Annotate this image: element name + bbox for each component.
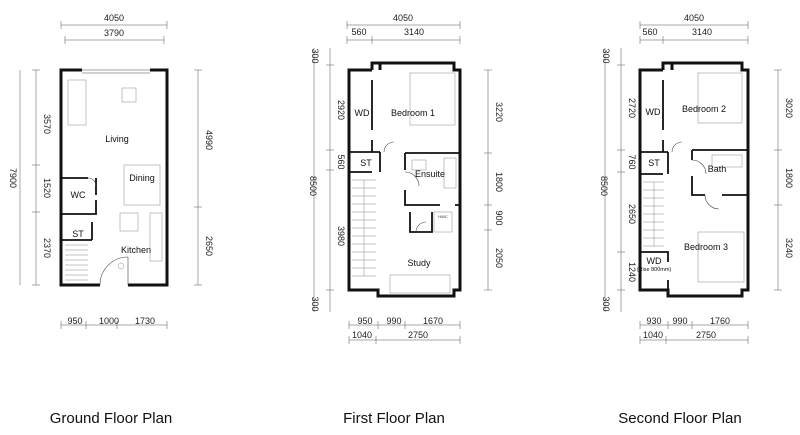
sf-bottom-dim-1: 930	[646, 316, 661, 326]
ff-right-dim-hall: 900	[494, 210, 504, 225]
gf-bottom-dim-2: 1000	[99, 316, 119, 326]
ff-bottom-dim-5: 2750	[408, 330, 428, 340]
sf-wd2-walls	[640, 251, 669, 290]
gf-room-living: Living	[105, 134, 129, 144]
ff-left-dim-bed: 2920	[336, 100, 346, 120]
sf-room-wd: WD	[646, 107, 661, 117]
sf-left-dim-bottom: 300	[601, 296, 611, 311]
sf-room-bedroom3: Bedroom 3	[684, 242, 728, 252]
gf-room-wc: WC	[71, 190, 86, 200]
sf-right-dim-bath: 1800	[784, 168, 794, 188]
sf-left-dim-top: 300	[601, 48, 611, 63]
sf-bottom-dim-3: 1760	[710, 316, 730, 326]
gf-left-dim-overall: 7900	[8, 168, 18, 188]
ff-hall-walls	[409, 212, 433, 233]
ff-st-walls	[349, 151, 381, 173]
gf-plan-title: Ground Floor Plan	[50, 410, 173, 427]
ff-top-dim-overall: 4050	[393, 13, 413, 23]
ff-right-dim-ensuite: 1800	[494, 172, 504, 192]
first-floor-plan: 4050 560 3140 300 2920 560 8500 3980 300…	[308, 13, 504, 427]
gf-sofa	[67, 79, 87, 126]
ff-left-dim-stair: 3980	[336, 226, 346, 246]
ff-plan-title: First Floor Plan	[343, 410, 445, 427]
ff-top-dim-main: 3140	[404, 27, 424, 37]
ff-room-study: Study	[407, 258, 431, 268]
sf-room-bedroom2: Bedroom 2	[682, 104, 726, 114]
ff-bottom-dim-3: 1670	[423, 316, 443, 326]
sf-top-dim-main: 3140	[692, 27, 712, 37]
sf-left-dim-wd: 1240	[627, 262, 637, 282]
sf-left-dim-bed: 2720	[627, 98, 637, 118]
ground-floor-plan: 4050 3790 3570 7900 1520 2370 4990 2650	[8, 13, 214, 427]
sf-plan-title: Second Floor Plan	[618, 410, 741, 427]
ff-bottom-dim-4: 1040	[352, 330, 372, 340]
svg-text:HWC: HWC	[438, 214, 448, 219]
ff-room-wd: WD	[355, 108, 370, 118]
gf-left-dim-wc: 1520	[42, 178, 52, 198]
sf-room-bath: Bath	[708, 164, 727, 174]
sf-bottom-dim-5: 2750	[696, 330, 716, 340]
sf-bath-walls	[691, 149, 748, 196]
ff-left-dim-bottom: 300	[310, 296, 320, 311]
gf-top-dim-inner: 3790	[104, 28, 124, 38]
sf-top-dim-overall: 4050	[684, 13, 704, 23]
ff-right-dim-study: 2050	[494, 248, 504, 268]
gf-room-kitchen: Kitchen	[121, 245, 151, 255]
ff-left-dim-overall: 8500	[308, 176, 318, 196]
gf-left-dim-st: 2370	[42, 238, 52, 258]
sf-left-dim-st: 760	[627, 154, 637, 169]
sf-bed3	[697, 231, 745, 283]
sf-bottom-dim-2: 990	[672, 316, 687, 326]
ff-top-dim-bay: 560	[351, 27, 366, 37]
sf-right-dim-bed2: 3020	[784, 98, 794, 118]
ff-right-dim-bed: 3220	[494, 102, 504, 122]
gf-dining-table	[123, 164, 161, 206]
gf-top-dim-overall: 4050	[104, 13, 124, 23]
sf-right-dim-bed3: 3240	[784, 238, 794, 258]
gf-st-walls	[61, 222, 93, 241]
ff-bottom-dim-1: 950	[357, 316, 372, 326]
ff-room-ensuite: Ensuite	[415, 169, 445, 179]
sf-room-wd2: WD	[647, 256, 662, 266]
gf-wc-walls	[61, 177, 97, 215]
sf-bottom-dim-4: 1040	[643, 330, 663, 340]
gf-bottom-dim-3: 1730	[135, 316, 155, 326]
sf-left-dim-overall: 8500	[599, 176, 609, 196]
ff-bottom-dim-2: 990	[386, 316, 401, 326]
second-floor-plan: 4050 560 3140 300 2720 760 8500 2650 124…	[599, 13, 794, 427]
gf-right-dim-upper: 4990	[204, 130, 214, 150]
gf-right-dim-lower: 2650	[204, 236, 214, 256]
ff-ensuite-walls	[404, 152, 460, 206]
gf-room-dining: Dining	[129, 173, 155, 183]
ff-outer-walls	[347, 61, 462, 298]
sf-room-st: ST	[648, 158, 660, 168]
ff-left-dim-st: 560	[336, 154, 346, 169]
gf-left-dim-living: 3570	[42, 114, 52, 134]
sf-left-dim-stair: 2650	[627, 204, 637, 224]
ff-bed	[409, 72, 456, 126]
sf-top-dim-bay: 560	[642, 27, 657, 37]
sf-bed2	[697, 72, 743, 124]
sf-room-wd2-note: (Rise 800mm)	[637, 267, 672, 273]
ff-room-st: ST	[360, 158, 372, 168]
sf-outer-walls	[638, 61, 750, 298]
ff-room-bedroom1: Bedroom 1	[391, 108, 435, 118]
gf-room-st: ST	[72, 229, 84, 239]
ff-left-dim-top: 300	[310, 48, 320, 63]
gf-bottom-dim-1: 950	[67, 316, 82, 326]
